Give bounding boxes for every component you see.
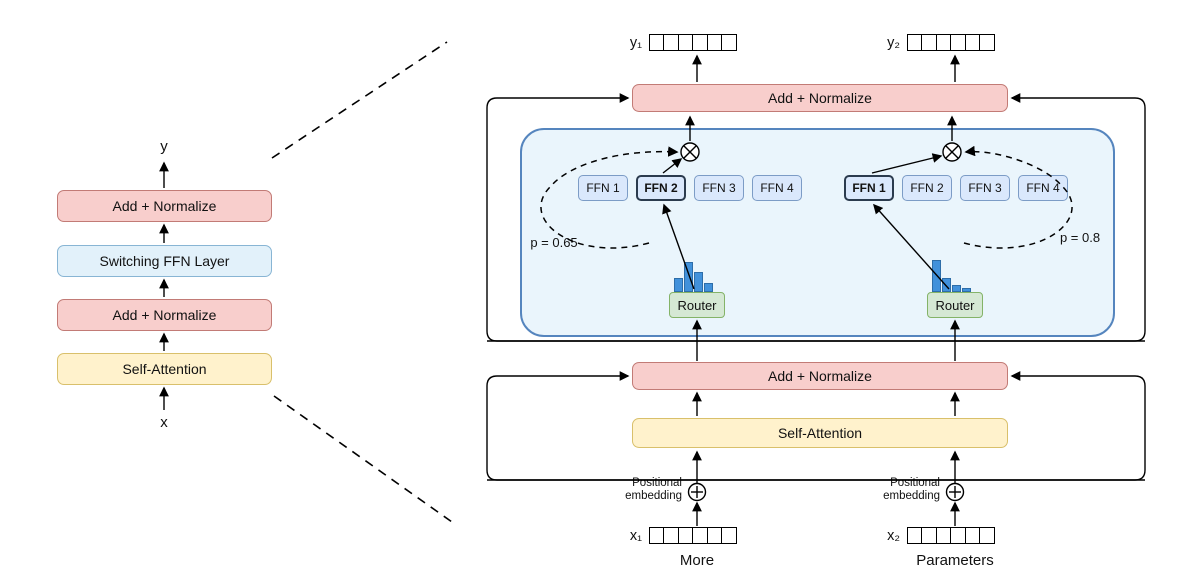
x2-label: x₂ (887, 527, 900, 544)
left-switching-ffn-layer: Switching FFN Layer (57, 245, 272, 277)
add-normalize-top: Add + Normalize (632, 84, 1008, 112)
ffn-expert-chip: FFN 4 (1018, 175, 1068, 201)
token-cell (979, 34, 996, 51)
left-self-attention: Self-Attention (57, 353, 272, 385)
ffn-expert-chip: FFN 3 (960, 175, 1010, 201)
left-add-normalize-top: Add + Normalize (57, 190, 272, 222)
histogram-bar (684, 262, 693, 292)
positional-line2: embedding (625, 490, 682, 502)
input-word-parameters: Parameters (916, 552, 994, 569)
positional-embedding-label-left: Positional embedding (596, 477, 682, 503)
probability-label-left: p = 0.65 (530, 235, 578, 250)
histogram-bar (704, 283, 713, 292)
histogram-bar (694, 272, 703, 292)
y1-label: y₁ (629, 34, 642, 51)
add-normalize-mid: Add + Normalize (632, 362, 1008, 390)
token-grid-x2 (907, 527, 996, 544)
router-right: Router (927, 292, 983, 318)
ffn-expert-chip: FFN 3 (694, 175, 744, 201)
probability-label-right: p = 0.8 (1059, 230, 1101, 245)
positional-line1: Positional (890, 477, 940, 489)
histogram-bar (942, 278, 951, 292)
token-grid-y2 (907, 34, 996, 51)
token-grid-y1 (649, 34, 738, 51)
y2-label: y₂ (887, 34, 900, 51)
histogram-bar (932, 260, 941, 292)
self-attention: Self-Attention (632, 418, 1008, 448)
ffn-expert-chip: FFN 1 (844, 175, 894, 201)
ffn-expert-chip: FFN 1 (578, 175, 628, 201)
token-grid-x1 (649, 527, 738, 544)
token-cell (721, 34, 738, 51)
left-add-normalize-bottom: Add + Normalize (57, 299, 272, 331)
plus-icon (945, 482, 965, 502)
input-x-label: x (160, 414, 168, 431)
histogram-bar (674, 278, 683, 292)
zoom-guide-lines (271, 41, 453, 523)
input-word-more: More (679, 552, 715, 569)
ffn-expert-chip: FFN 4 (752, 175, 802, 201)
ffn-expert-chip: FFN 2 (636, 175, 686, 201)
token-cell (979, 527, 996, 544)
router-histogram-right (932, 260, 971, 292)
token-cell (721, 527, 738, 544)
positional-line1: Positional (632, 477, 682, 489)
output-y-label: y (160, 138, 168, 155)
histogram-bar (952, 285, 961, 292)
positional-line2: embedding (883, 490, 940, 502)
positional-embedding-label-right: Positional embedding (854, 477, 940, 503)
router-histogram-left (674, 260, 713, 292)
switching-ffn-layer-container (520, 128, 1115, 337)
ffn-expert-chip: FFN 2 (902, 175, 952, 201)
plus-icon (687, 482, 707, 502)
router-left: Router (669, 292, 725, 318)
x1-label: x₁ (629, 527, 642, 544)
